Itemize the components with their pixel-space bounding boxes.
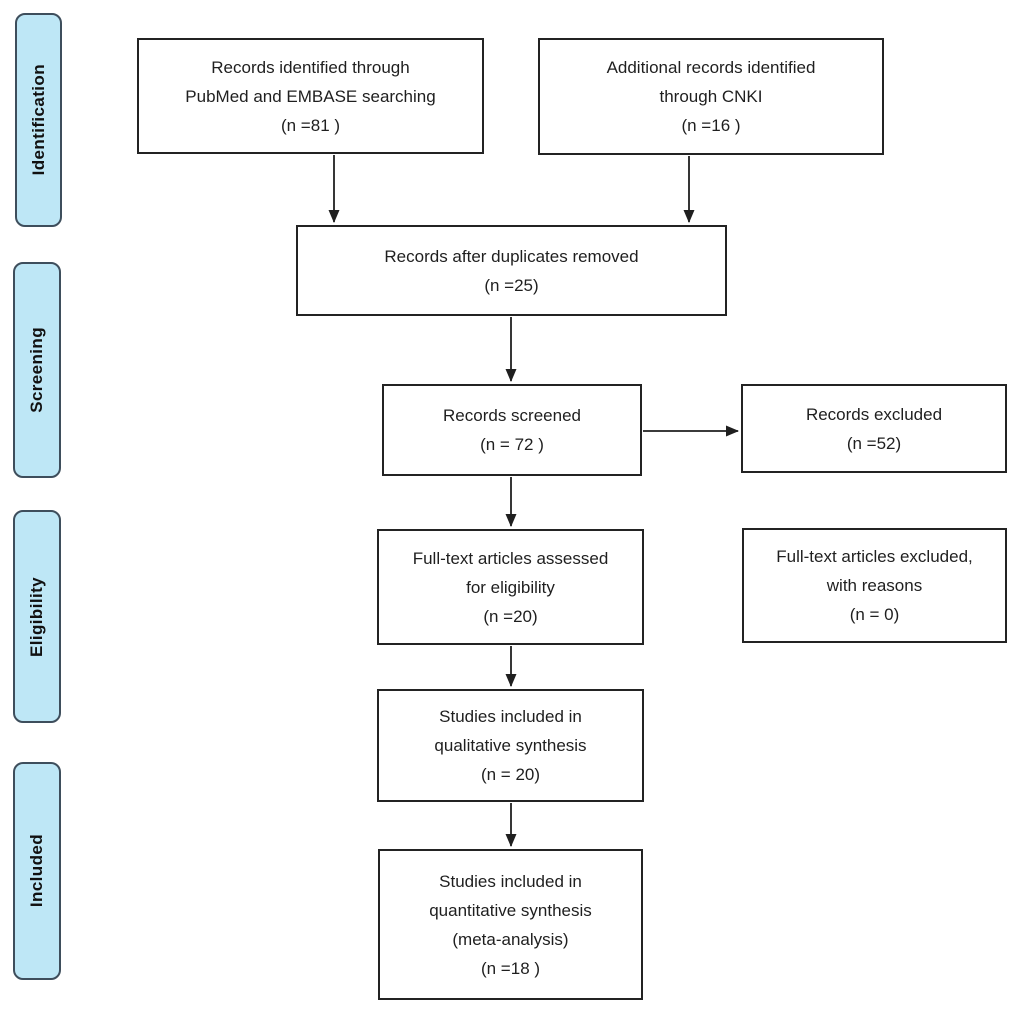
box-line: Records identified through [211, 57, 410, 77]
box-line: Records excluded [805, 404, 943, 424]
stage-identification-label: Identification [28, 64, 48, 176]
box-duplicates-removed: Records after duplicates removed (n =25) [296, 225, 727, 316]
stage-eligibility: Eligibility [13, 510, 61, 723]
box-line: Records after duplicates removed [384, 246, 639, 266]
box-count: (n =52) [846, 433, 902, 453]
box-line: Full-text articles excluded, [776, 547, 973, 566]
box-count: (n =18 ) [480, 958, 541, 978]
box-line: Additional records identified [606, 58, 816, 77]
stage-screening: Screening [13, 262, 61, 478]
box-records-identified-pubmed: Records identified through PubMed and EM… [137, 38, 484, 154]
box-records-screened: Records screened (n = 72 ) [382, 384, 642, 476]
box-count: (n = 0) [849, 605, 900, 624]
stage-included-label: Included [27, 834, 46, 908]
box-count: (n =16 ) [681, 116, 741, 135]
box-count: (n =81 ) [280, 115, 341, 135]
stage-identification: Identification [15, 13, 62, 227]
box-line: (meta-analysis) [452, 929, 569, 949]
box-line: Studies included in [439, 871, 582, 891]
box-line: quantitative synthesis [429, 900, 592, 920]
box-line: for eligibility [466, 577, 555, 597]
stage-screening-label: Screening [27, 327, 46, 413]
box-line: with reasons [826, 576, 923, 595]
box-fulltext-excluded: Full-text articles excluded, with reason… [742, 528, 1007, 643]
box-line: qualitative synthesis [434, 736, 587, 755]
box-count: (n = 72 ) [480, 435, 544, 454]
box-count: (n =20) [483, 606, 538, 626]
box-line: PubMed and EMBASE searching [185, 86, 436, 106]
box-records-identified-cnki: Additional records identified through CN… [538, 38, 884, 155]
box-count: (n =25) [484, 275, 539, 295]
box-records-excluded: Records excluded (n =52) [741, 384, 1007, 473]
box-line: Full-text articles assessed [412, 548, 609, 568]
stage-included: Included [13, 762, 61, 980]
stage-eligibility-label: Eligibility [27, 576, 46, 657]
box-line: Studies included in [439, 707, 582, 726]
box-fulltext-assessed: Full-text articles assessed for eligibil… [377, 529, 644, 645]
box-count: (n = 20) [480, 765, 541, 784]
box-qualitative-synthesis: Studies included in qualitative synthesi… [377, 689, 644, 802]
box-line: Records screened [443, 406, 581, 425]
box-quantitative-synthesis: Studies included in quantitative synthes… [378, 849, 643, 1000]
box-line: through CNKI [659, 87, 763, 106]
